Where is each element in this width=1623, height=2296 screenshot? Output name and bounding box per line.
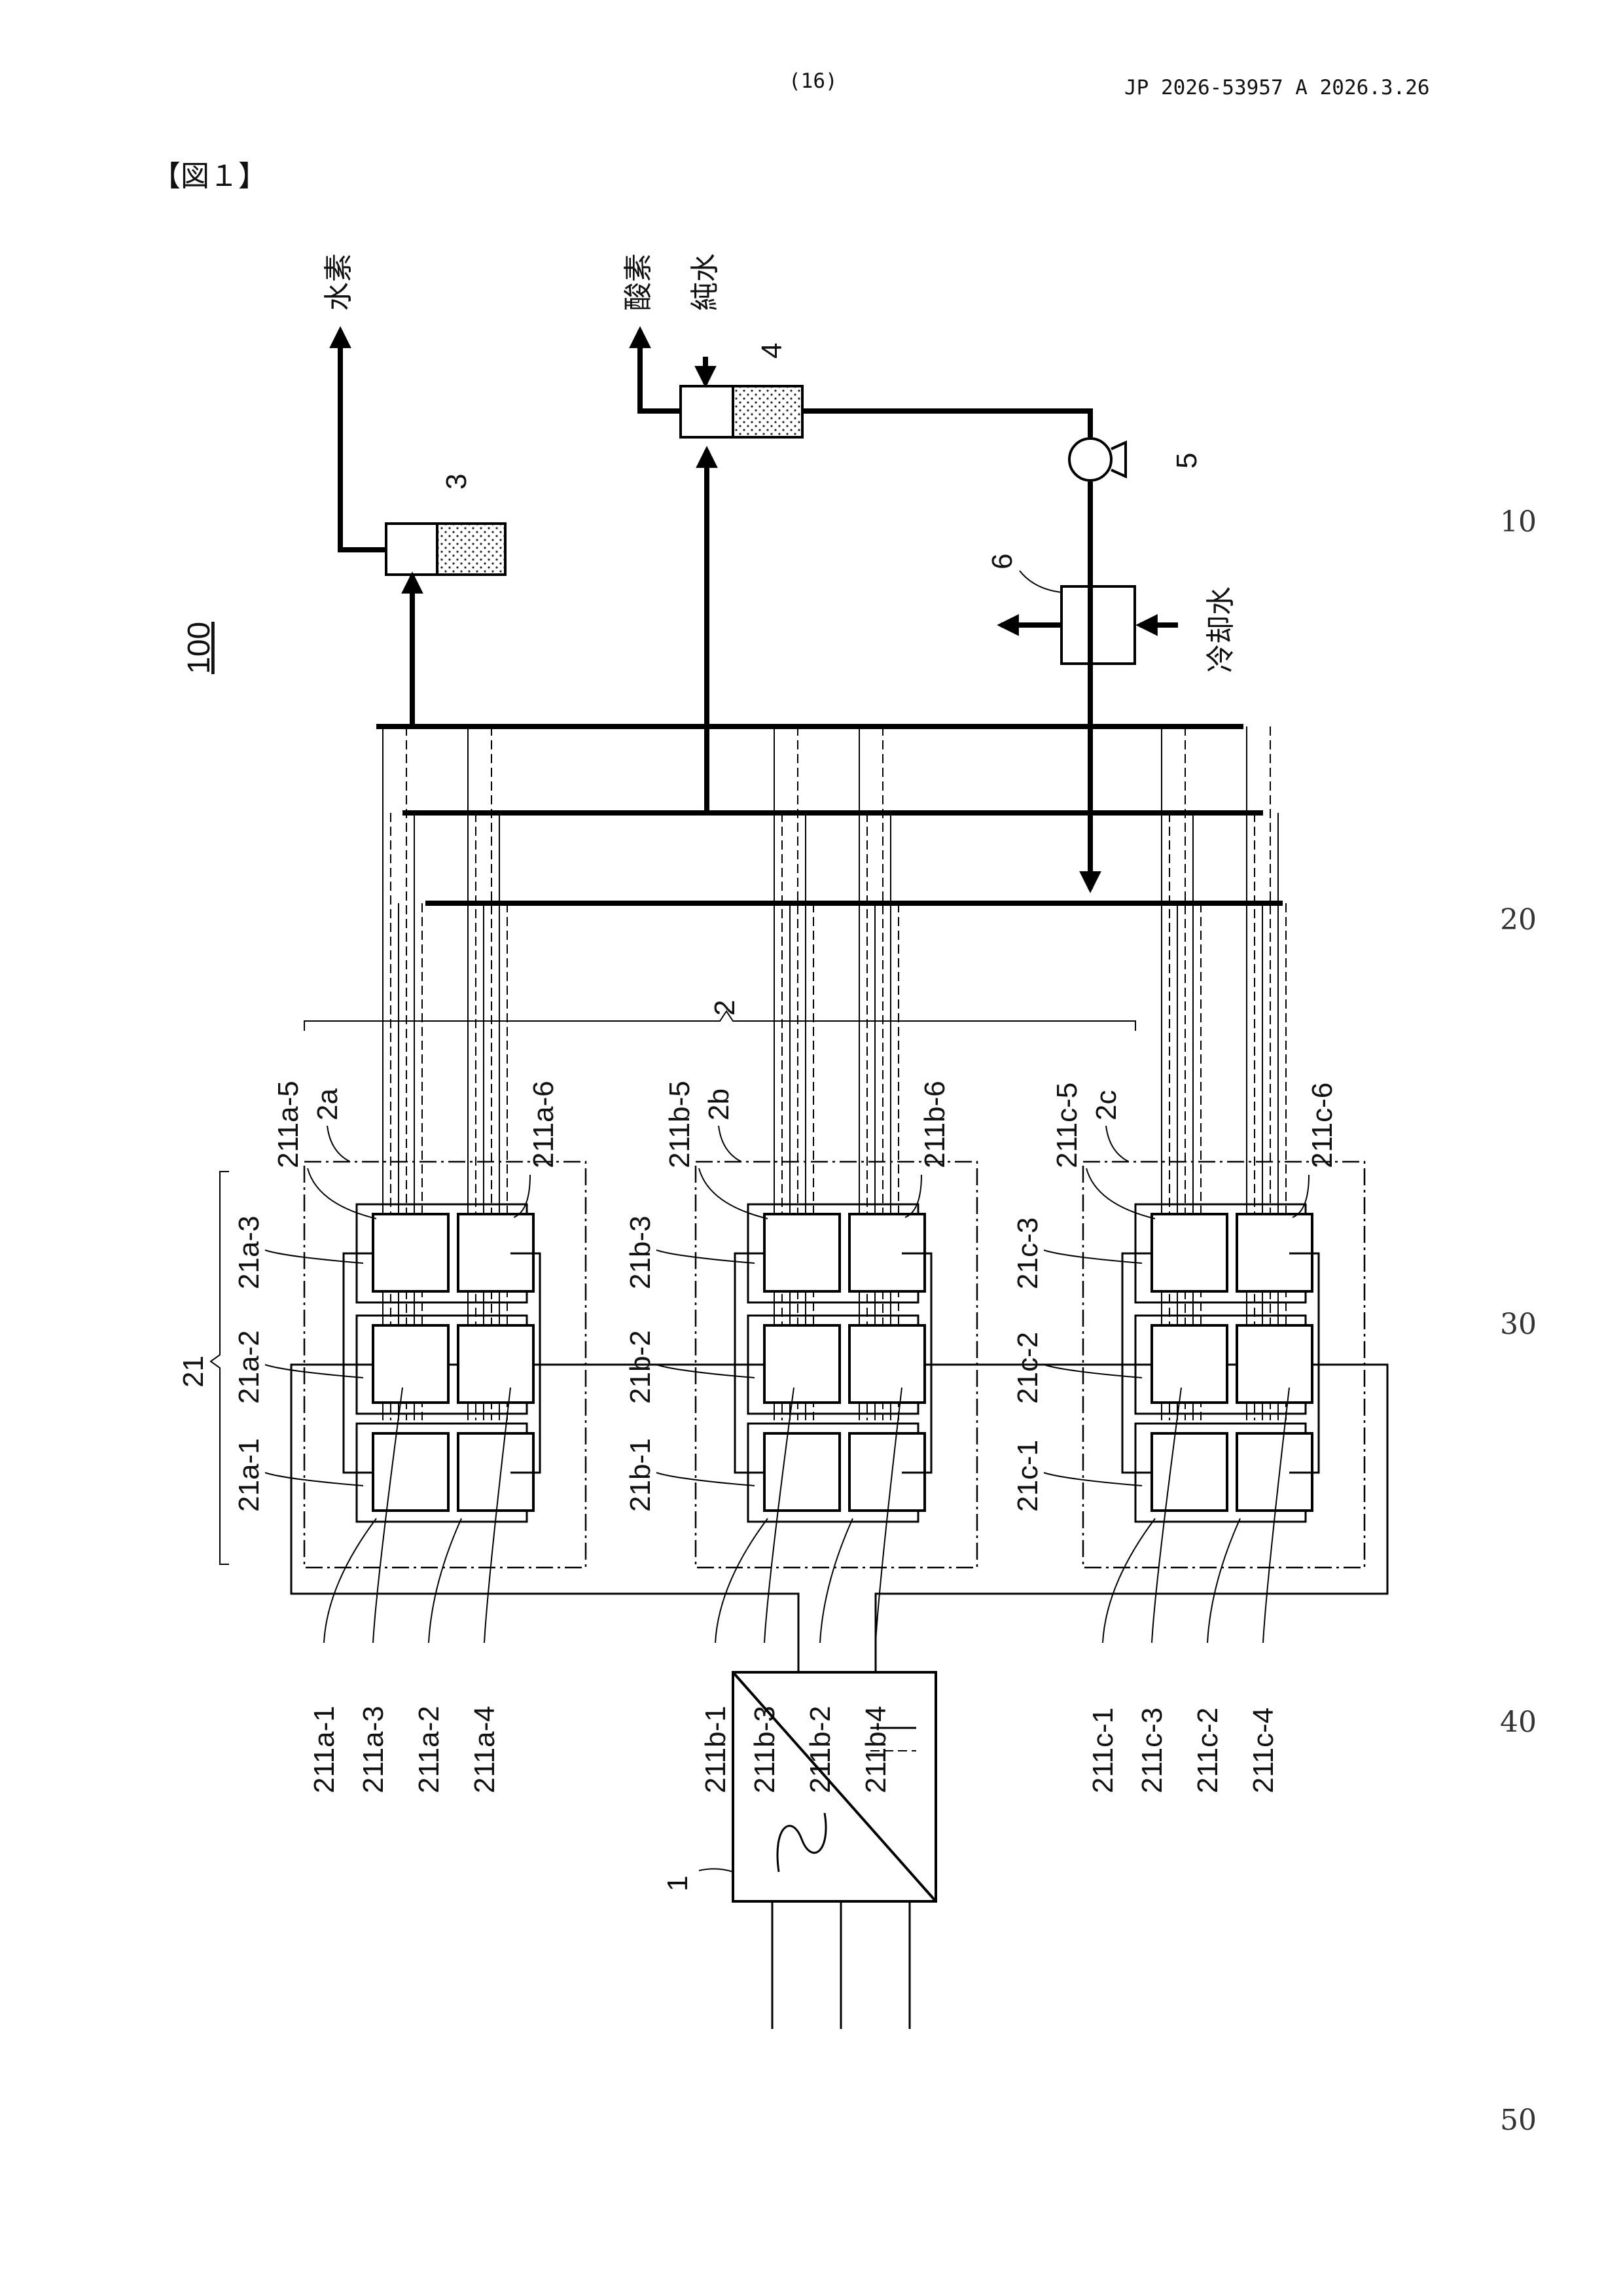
- cell-label-bottom: 211b-2: [804, 1706, 836, 1793]
- cell-b-0-0: [764, 1214, 840, 1291]
- stack-label: 21b-3: [624, 1215, 656, 1289]
- cell-label-bottom: 211b-1: [700, 1706, 732, 1793]
- manifold-headers: [376, 726, 1283, 903]
- cell-label-bottom: 211a-3: [357, 1706, 389, 1793]
- stack-label: 21a-3: [233, 1215, 265, 1289]
- figure-label: 【図１】: [152, 160, 267, 193]
- cell-label-bottom: 211c-1: [1087, 1708, 1119, 1793]
- system-diagram: 100 水素 3 酸素 純水 4: [177, 253, 1387, 2029]
- group-b: 2b 21b-3 21b-2 21b-1 211b-5 211b-6 211b-1 211b-…: [624, 1081, 977, 1793]
- heat-exchanger: 冷却水 6: [986, 554, 1238, 673]
- line-number-40: 40: [1500, 1706, 1537, 1739]
- cell-b-1-0: [764, 1325, 840, 1403]
- page-number: (16): [789, 69, 838, 93]
- cell-label-bottom: 211a-4: [469, 1706, 501, 1793]
- cell-label-top-right: 211a-6: [527, 1081, 560, 1168]
- separator-oxygen: 4: [681, 343, 802, 437]
- separator-4-label: 4: [756, 343, 788, 359]
- group-b-label: 2b: [703, 1088, 735, 1121]
- stack-label: 21a-2: [233, 1330, 265, 1404]
- system-label-100: 100: [182, 622, 217, 674]
- cell-label-bottom: 211b-4: [860, 1706, 892, 1793]
- cell-c-1-1: [1237, 1325, 1312, 1403]
- stack-group-21-label: 21: [177, 1355, 209, 1388]
- line-number-20: 20: [1500, 903, 1537, 937]
- stack-label: 21c-2: [1012, 1332, 1044, 1404]
- cell-b-2-0: [764, 1433, 840, 1511]
- group-c: 2c 21c-3 21c-2 21c-1 211c-5 211c-6 211c-1 211c-…: [1012, 1083, 1364, 1793]
- stack-label: 21b-1: [624, 1438, 656, 1512]
- cell-a-1-1: [458, 1325, 533, 1403]
- cell-a-2-0: [373, 1433, 448, 1511]
- line-number-10: 10: [1500, 505, 1537, 539]
- cell-label-bottom: 211a-1: [308, 1706, 340, 1793]
- heat-exchanger-6-label: 6: [986, 554, 1018, 569]
- stack-label: 21c-1: [1012, 1440, 1044, 1512]
- group-a-label: 2a: [312, 1088, 344, 1121]
- oxygen-label: 酸素: [622, 253, 655, 311]
- cell-label-top-left: 211b-5: [664, 1081, 696, 1168]
- cell-label-top-left: 211c-5: [1051, 1083, 1083, 1168]
- separator-hydrogen: 3: [386, 474, 505, 575]
- circulation-line: [802, 411, 1090, 889]
- cell-c-1-0: [1152, 1325, 1227, 1403]
- pump-5-label: 5: [1171, 453, 1203, 469]
- hydrogen-label: 水素: [322, 253, 355, 311]
- cell-b-1-1: [849, 1325, 925, 1403]
- hydrogen-line: 水素: [322, 253, 412, 726]
- cell-label-bottom: 211a-2: [413, 1706, 445, 1793]
- cell-label-bottom: 211c-2: [1192, 1708, 1224, 1793]
- electrolyzer-brace: 2: [304, 1000, 1135, 1031]
- cell-a-1-0: [373, 1325, 448, 1403]
- group-a: 2a 21a-3 21a-2 21a-1 211a-5 211a-6 211a-1 211a-…: [233, 1081, 586, 1793]
- cell-c-2-0: [1152, 1433, 1227, 1511]
- pump: 5: [1069, 439, 1203, 480]
- electrolyzer-2-label: 2: [709, 1000, 741, 1016]
- power-converter: 1: [662, 1597, 936, 2029]
- cell-label-bottom: 211c-4: [1247, 1708, 1279, 1793]
- stack-group-brace: 21: [177, 1172, 229, 1564]
- cell-label-top-left: 211a-5: [272, 1081, 304, 1168]
- line-number-50: 50: [1500, 2104, 1537, 2137]
- group-c-label: 2c: [1090, 1090, 1122, 1121]
- stack-label: 21b-2: [624, 1330, 656, 1404]
- line-number-30: 30: [1500, 1308, 1537, 1341]
- separator-3-label: 3: [440, 474, 473, 490]
- cell-label-top-right: 211c-6: [1306, 1083, 1338, 1168]
- cell-c-0-0: [1152, 1214, 1227, 1291]
- cell-label-bottom: 211c-3: [1136, 1708, 1168, 1793]
- cell-a-0-0: [373, 1214, 448, 1291]
- pure-water-label: 純水: [688, 253, 722, 311]
- power-converter-1-label: 1: [662, 1876, 694, 1892]
- stack-label: 21c-3: [1012, 1217, 1044, 1289]
- cell-label-top-right: 211b-6: [919, 1081, 951, 1168]
- cooling-water-label: 冷却水: [1204, 586, 1238, 673]
- publication-number: JP 2026-53957 A 2026.3.26: [1124, 76, 1430, 99]
- stack-label: 21a-1: [233, 1438, 265, 1512]
